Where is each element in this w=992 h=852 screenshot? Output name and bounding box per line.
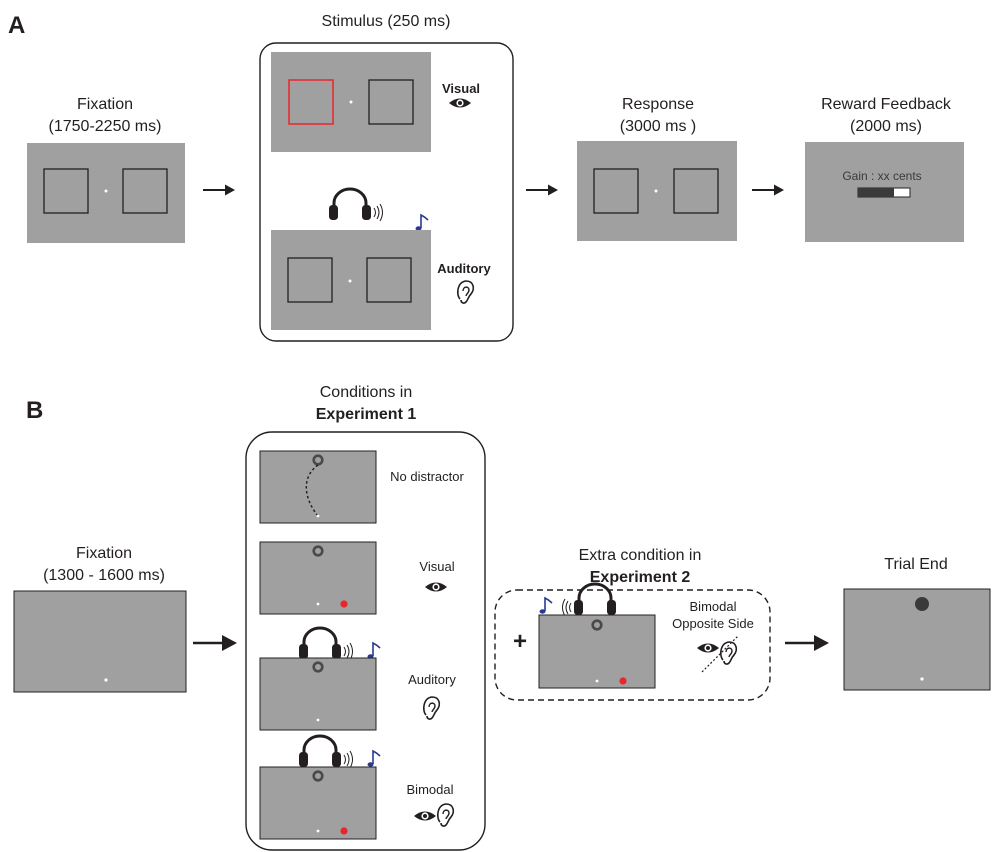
conditions-title: Conditions in [320,384,413,401]
stimulus-auditory-screen [271,230,431,330]
ear-icon [422,696,441,720]
extra-condition-box [494,589,771,701]
headphones-icon [327,187,373,222]
eye-icon [697,643,719,653]
response-screen [577,141,737,241]
response-duration: (3000 ms ) [620,118,696,135]
plus-sign: + [513,628,527,655]
bimodal-condition-screen [259,766,377,840]
gain-text: Gain : xx cents [842,169,921,183]
eye-icon [449,98,471,108]
reward-bar-icon [857,187,911,198]
saccade-path-icon [305,464,319,517]
ear-icon [456,280,475,304]
stimulus-auditory-label: Auditory [437,261,491,276]
sound-waves-icon [373,203,383,222]
stimulus-visual-label: Visual [442,81,480,96]
stimulus-visual-screen [271,52,431,152]
conditions-box [245,431,486,851]
response-title: Response [622,96,694,113]
headphones-icon [297,626,343,661]
sound-waves-icon [562,598,572,617]
arrow-right-icon [202,183,236,197]
headphones-icon [572,582,618,617]
visual-condition-screen [259,541,377,615]
reward-title: Reward Feedback [821,96,952,113]
conditions-experiment: Experiment 1 [316,406,417,423]
arrow-right-icon [525,183,559,197]
arrow-right-icon [191,633,239,653]
headphones-icon [297,734,343,769]
trial-end-screen [843,588,991,691]
fixation-a-screen [27,143,185,243]
music-note-icon [366,750,381,768]
visual-condition-label: Visual [419,559,454,574]
music-note-icon [414,214,429,232]
fixation-a-duration: (1750-2250 ms) [49,118,162,135]
eye-icon [425,582,447,592]
panel-b-letter: B [26,397,43,424]
arrow-right-icon [783,633,831,653]
fixation-b-title: Fixation [76,545,132,562]
opposite-side-divider [701,635,739,673]
bimodal-opposite-line2: Opposite Side [672,616,754,631]
no-distractor-screen [259,450,377,524]
bimodal-opposite-screen [538,614,656,689]
extra-experiment: Experiment 2 [590,569,691,586]
arrow-right-icon [751,183,785,197]
trial-end-title: Trial End [884,556,947,573]
auditory-condition-label: Auditory [408,672,456,687]
music-note-icon [366,642,381,660]
stimulus-title: Stimulus (250 ms) [322,13,451,30]
bimodal-condition-label: Bimodal [407,782,454,797]
stimulus-box [259,42,514,342]
fixation-b-screen [13,590,187,693]
auditory-condition-screen [259,657,377,731]
eye-icon [414,811,436,821]
reward-duration: (2000 ms) [850,118,922,135]
sound-waves-icon [343,750,353,769]
fixation-b-duration: (1300 - 1600 ms) [43,567,165,584]
extra-title: Extra condition in [579,547,702,564]
bimodal-opposite-line1: Bimodal [690,599,737,614]
no-distractor-label: No distractor [390,469,464,484]
ear-icon [436,803,455,827]
music-note-icon [538,597,553,615]
fixation-a-title: Fixation [77,96,133,113]
sound-waves-icon [343,642,353,661]
panel-a-letter: A [8,12,25,39]
